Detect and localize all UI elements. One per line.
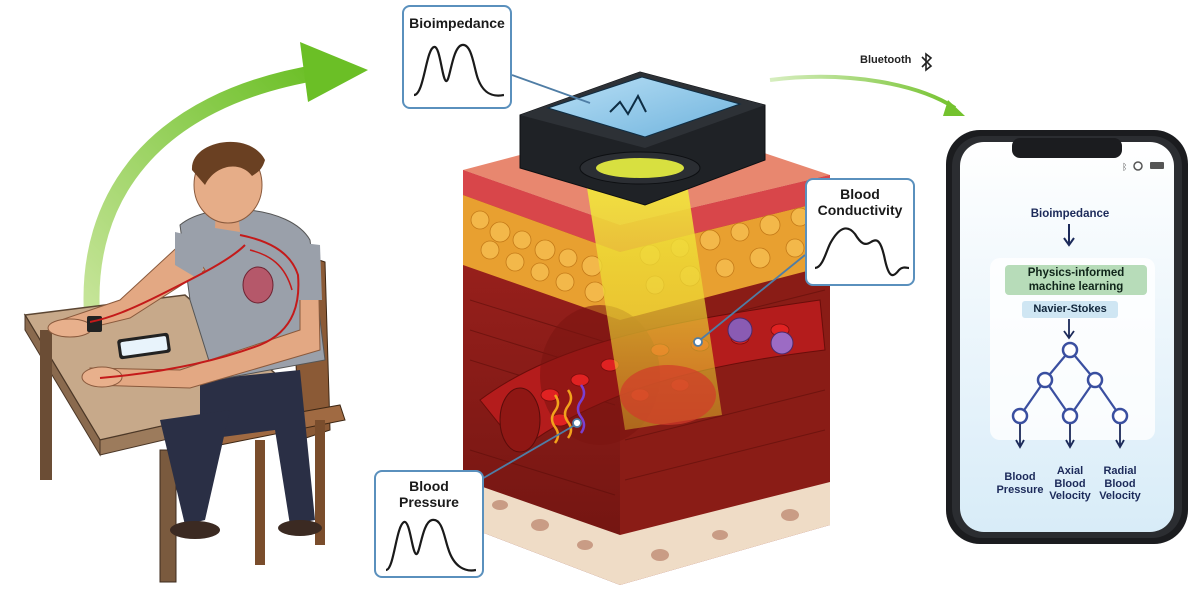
arrow-down-icon (1063, 319, 1075, 340)
sensor-device (519, 71, 766, 206)
bluetooth-label: Bluetooth (860, 54, 912, 66)
bioimpedance-waveform (414, 43, 504, 97)
output-blood-pressure: Blood Pressure (996, 471, 1044, 496)
blood-conductivity-waveform (815, 227, 909, 277)
blood-conductivity-card: Blood Conductivity (805, 178, 915, 286)
pinn-model-box: Physics-informed machine learning (1005, 265, 1147, 295)
blood-pressure-card-title: Blood Pressure (399, 478, 459, 510)
green-arrow-to-sensor (83, 42, 368, 323)
output-radial-blood-velocity: Radial Blood Velocity (1099, 465, 1141, 502)
person (47, 141, 326, 539)
neural-network-diagram (1011, 341, 1129, 449)
smartphone: ᛒ (946, 130, 1188, 544)
bluetooth-arrow (769, 74, 965, 116)
blood-pressure-card: Blood Pressure (374, 470, 484, 578)
arrow-down-icon (1063, 224, 1075, 247)
bluetooth-icon (921, 52, 933, 72)
svg-text:ᛒ: ᛒ (1122, 162, 1127, 173)
bioimpedance-card: Bioimpedance (402, 5, 512, 109)
blood-pressure-waveform (386, 518, 476, 572)
output-axial-blood-velocity: Axial Blood Velocity (1049, 465, 1091, 502)
bioimpedance-card-title: Bioimpedance (409, 15, 505, 31)
card-connectors (479, 74, 806, 481)
tissue-block (463, 118, 830, 585)
phone-input-label: Bioimpedance (1030, 208, 1110, 220)
navier-stokes-box: Navier-Stokes (1022, 301, 1118, 318)
blood-conductivity-card-title: Blood Conductivity (817, 186, 903, 218)
